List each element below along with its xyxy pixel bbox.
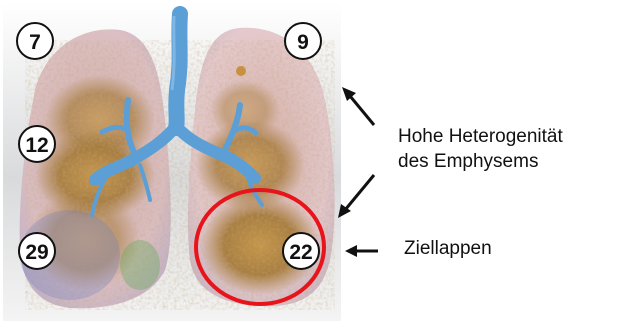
lobe-badge-upper-right: 9 xyxy=(285,23,321,59)
arrow-lower-heterogeneity xyxy=(338,175,374,218)
nodule xyxy=(236,66,246,76)
arrow-upper-heterogeneity xyxy=(342,87,374,125)
lobe-badge-upper-left: 7 xyxy=(17,23,53,59)
lobe-value-lower-left: 29 xyxy=(25,241,48,264)
heterogeneity-label-line2: des Emphysems xyxy=(398,151,538,173)
lobe-value-lower-right: 22 xyxy=(289,241,312,264)
heterogeneity-label-line1: Hohe Heterogenität xyxy=(398,126,563,148)
lobe-badge-lower-left: 29 xyxy=(19,233,55,269)
lobe-value-upper-left: 7 xyxy=(29,31,41,54)
lobe-value-upper-right: 9 xyxy=(297,31,309,54)
lobe-badge-middle-left: 12 xyxy=(19,126,55,162)
arrow-target-lobe xyxy=(345,245,378,257)
lobe-value-middle-left: 12 xyxy=(25,134,48,157)
target-lobe-label: Ziellappen xyxy=(404,238,492,260)
lobe-badge-lower-right: 22 xyxy=(283,233,319,269)
